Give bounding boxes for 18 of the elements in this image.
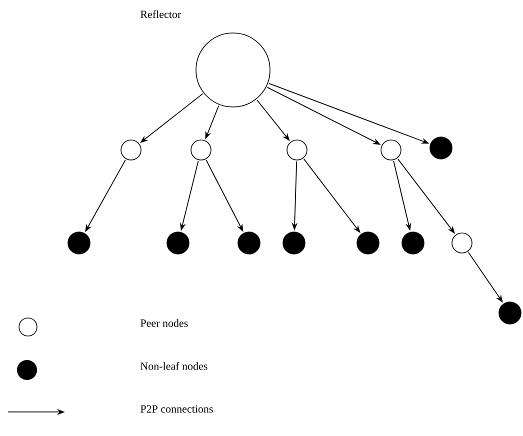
filled-circle bbox=[68, 232, 90, 254]
legend-text: Peer nodes bbox=[140, 319, 188, 327]
filled-circle bbox=[238, 232, 260, 254]
legend-text: Non-leaf nodes bbox=[140, 362, 208, 370]
node-label: Reflector bbox=[140, 10, 182, 18]
open-circle bbox=[120, 140, 142, 160]
filled-circle bbox=[166, 232, 190, 254]
filled-circle bbox=[402, 232, 424, 254]
filled-circle bbox=[430, 136, 452, 160]
open-circle bbox=[452, 232, 472, 254]
legend-text: P2P connections bbox=[140, 405, 213, 413]
filled-circle bbox=[282, 232, 306, 254]
open-circle bbox=[286, 140, 308, 160]
open-circle bbox=[380, 140, 402, 160]
open-circle bbox=[196, 32, 270, 108]
filled-circle bbox=[356, 232, 380, 254]
open-circle bbox=[190, 140, 212, 160]
filled-circle bbox=[498, 302, 522, 324]
